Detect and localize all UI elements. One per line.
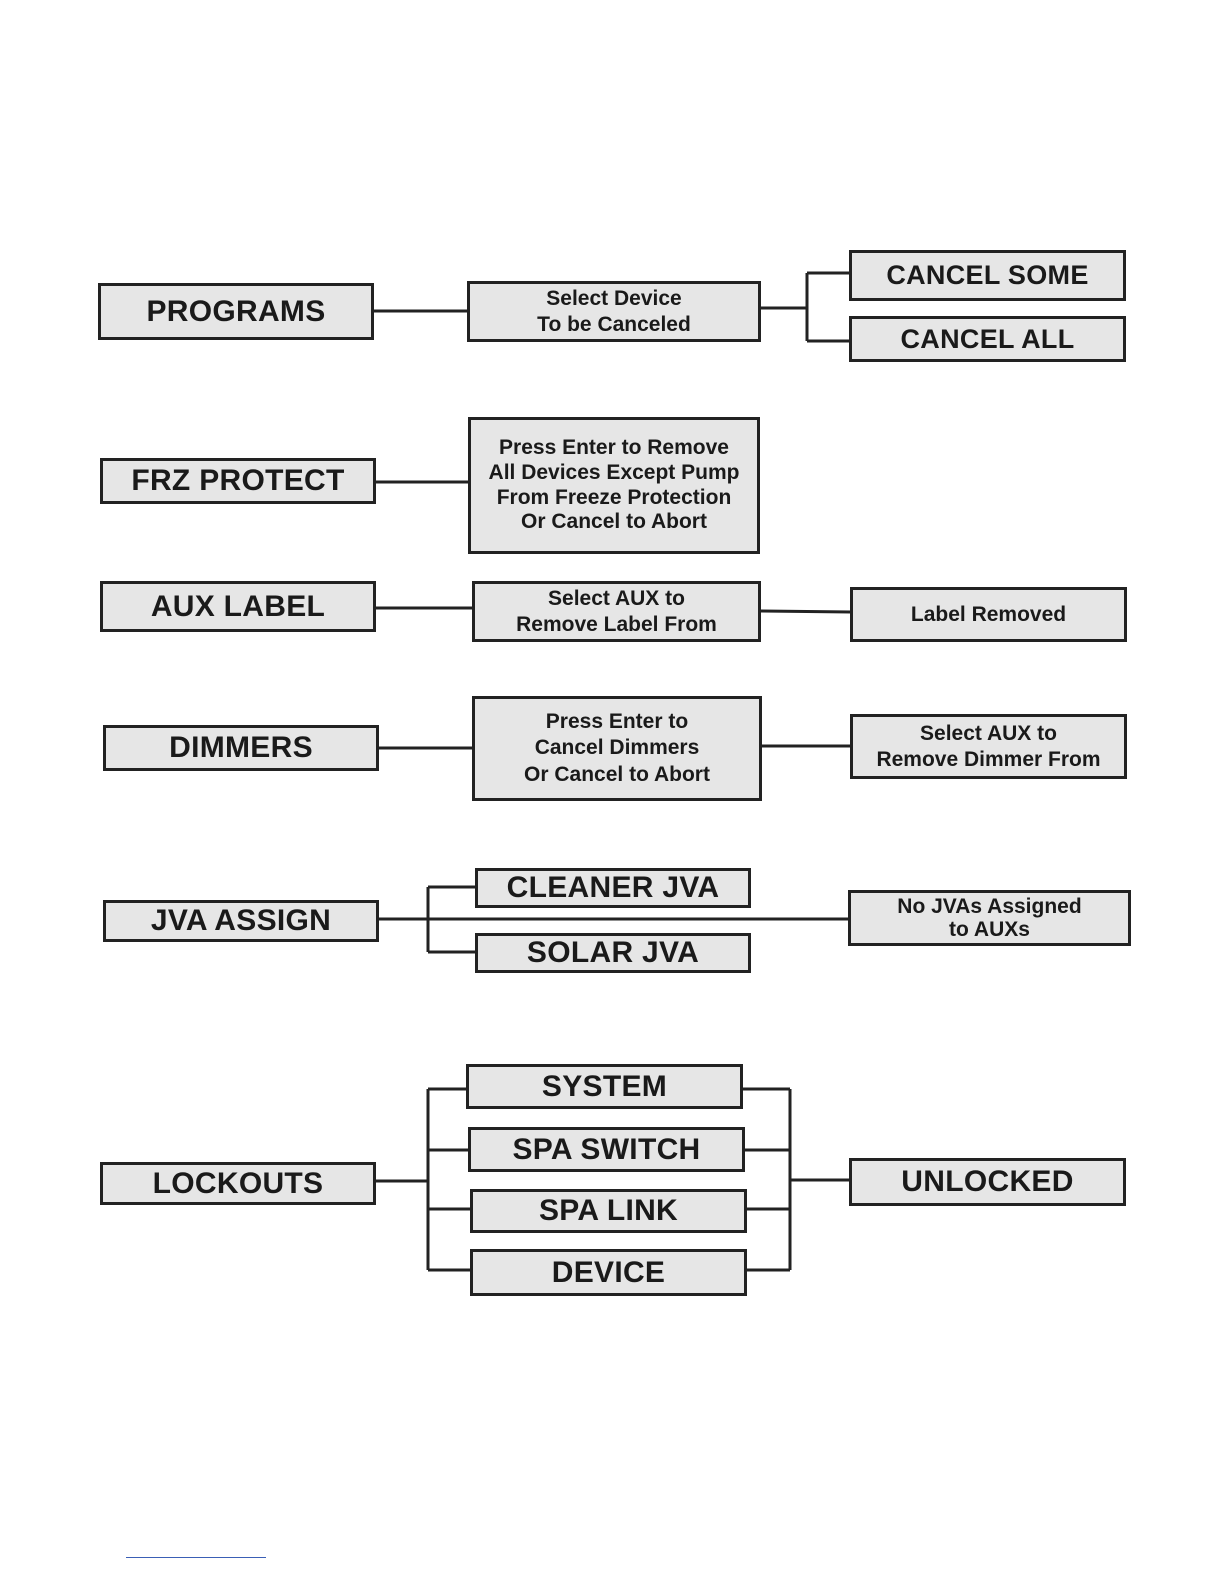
system-box: SYSTEM — [466, 1064, 743, 1109]
cleaner-jva-box: CLEANER JVA — [475, 868, 751, 908]
jva-assign-box: JVA ASSIGN — [103, 900, 379, 942]
freeze-protection-instructions-box: Press Enter to Remove All Devices Except… — [468, 417, 760, 554]
device-box: DEVICE — [470, 1249, 747, 1296]
cancel-all-box: CANCEL ALL — [849, 316, 1126, 362]
label-removed-box: Label Removed — [850, 587, 1127, 642]
programs-box: PROGRAMS — [98, 283, 374, 340]
cancel-some-box: CANCEL SOME — [849, 250, 1126, 301]
aux-label-select-aux-box: Select AUX to Remove Label From — [472, 581, 761, 642]
footer-rule — [126, 1557, 266, 1558]
aux-label-box: AUX LABEL — [100, 581, 376, 632]
spa-link-box: SPA LINK — [470, 1189, 747, 1233]
lockouts-box: LOCKOUTS — [100, 1162, 376, 1205]
remove-dimmer-select-aux-box: Select AUX to Remove Dimmer From — [850, 714, 1127, 779]
no-jvas-assigned-box: No JVAs Assigned to AUXs — [848, 890, 1131, 946]
solar-jva-box: SOLAR JVA — [475, 933, 751, 973]
programs-select-device-box: Select Device To be Canceled — [467, 281, 761, 342]
cancel-dimmers-instructions-box: Press Enter to Cancel Dimmers Or Cancel … — [472, 696, 762, 801]
frz-protect-box: FRZ PROTECT — [100, 458, 376, 504]
unlocked-box: UNLOCKED — [849, 1158, 1126, 1206]
spa-switch-box: SPA SWITCH — [468, 1127, 745, 1172]
dimmers-box: DIMMERS — [103, 725, 379, 771]
